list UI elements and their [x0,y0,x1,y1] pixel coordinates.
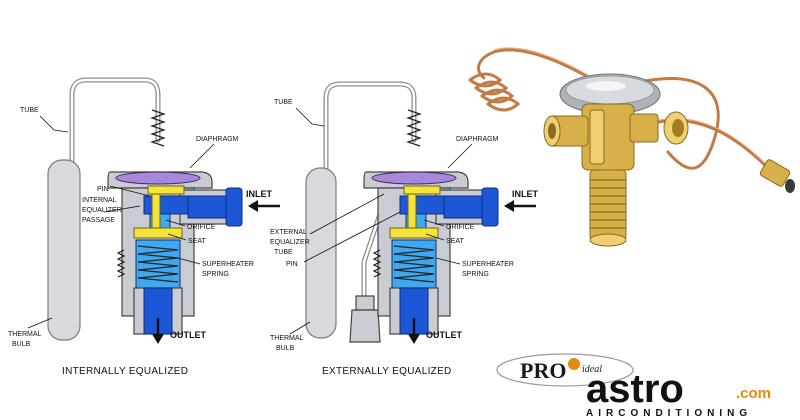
internally-equalized-diagram: TUBE DIAPHRAGM PIN INLET INTERNAL EQUALI… [8,77,280,377]
label-tube-left: TUBE [20,107,39,114]
outlet-arrow-right [408,318,420,344]
label-tube-right: TUBE [274,99,293,106]
proideal-astro-logo: PRO ideal astro .com AIRCONDITIONING [496,353,771,419]
valve-brass-body [543,103,689,247]
logo-astro-text: astro [586,367,684,411]
label-inlet-left: INLET [246,189,273,199]
capillary-tube-left [69,77,161,163]
label-orifice-left: ORIFICE [187,224,216,231]
caption-externally-equalized: EXTERNALLY EQUALIZED [322,366,452,377]
label-thermal-1-right: THERMAL [270,335,304,342]
capillary-end-fitting [759,159,795,193]
inlet-arrow-left [248,200,280,212]
diaphragm-housing-right [363,171,469,189]
tube-coil-left [150,109,166,147]
label-seat-right: SEAT [446,238,464,245]
externally-equalized-diagram: TUBE DIAPHRAGM INLET EXTERNAL EQUALIZER … [270,81,539,377]
logo-ideal-text: ideal [582,364,602,375]
logo-pro-text: PRO [520,358,566,383]
valve-body-left [116,185,243,335]
label-orifice-right: ORIFICE [446,224,475,231]
caption-internally-equalized: INTERNALLY EQUALIZED [62,366,188,377]
tube-coil-right [406,109,422,147]
valve-diaphragm-dome [559,73,661,115]
logo-swoosh [496,353,634,387]
label-pin-right: PIN [286,261,298,268]
outlet-arrow-left [152,318,164,344]
label-seat-left: SEAT [188,238,206,245]
capillary-tube-right [323,81,417,171]
label-internal-equalizer-1: INTERNAL [82,197,117,204]
label-outlet-right: OUTLET [426,330,462,340]
label-thermal-2-left: BULB [12,341,31,348]
valve-body-right [372,185,499,335]
diaphragm-housing-left [107,171,213,189]
logo-airconditioning-text: AIRCONDITIONING [586,408,752,419]
label-inlet-right: INLET [512,189,539,199]
label-diaphragm-right: DIAPHRAGM [456,136,499,143]
label-superheater-1-left: SUPERHEATER [202,261,254,268]
thermal-bulb-left [47,159,81,341]
inlet-arrow-right [504,200,536,212]
expansion-valve-photo [468,47,795,247]
logo-orange-dot [568,358,580,370]
label-internal-equalizer-2: EQUALIZER [82,207,122,214]
label-pin-left: PIN [97,186,109,193]
label-superheater-2-right: SPRING [462,271,489,278]
label-outlet-left: OUTLET [170,330,206,340]
label-external-equalizer-3: TUBE [274,249,293,256]
label-thermal-1-left: THERMAL [8,331,42,338]
label-superheater-1-right: SUPERHEATER [462,261,514,268]
label-diaphragm-left: DIAPHRAGM [196,136,239,143]
label-external-equalizer-2: EQUALIZER [270,239,310,246]
label-superheater-2-left: SPRING [202,271,229,278]
label-external-equalizer-1: EXTERNAL [270,229,307,236]
label-internal-equalizer-3: PASSAGE [82,217,115,224]
logo-com-text: .com [736,385,771,402]
label-thermal-2-right: BULB [276,345,295,352]
capillary-coil-icon [468,47,602,112]
